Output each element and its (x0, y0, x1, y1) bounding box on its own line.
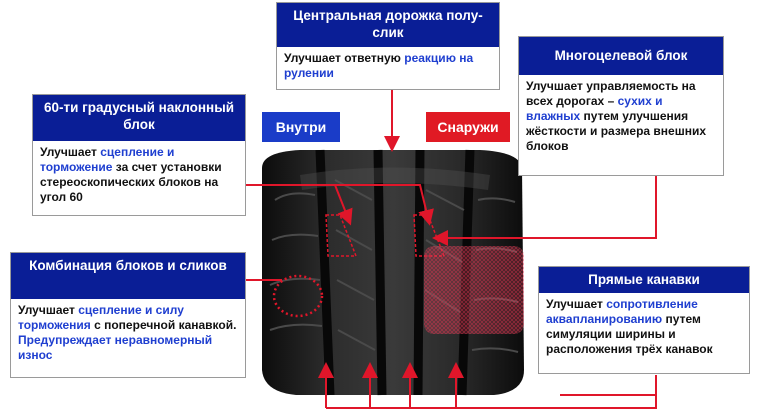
grooves-text: Улучшает сопротивление аквапланированию … (539, 293, 749, 361)
inside-tag: Внутри (262, 112, 340, 142)
angled-block-box: 60-ти градусный наклонный блок Улучшает … (32, 94, 246, 216)
grooves-highlight: сопротивление аквапланированию (546, 297, 698, 326)
angled-block-title: 60-ти градусный наклонный блок (33, 95, 245, 141)
combo-highlight-1: сцепление и силу торможения (18, 303, 184, 332)
combo-box: Комбинация блоков и сликов Улучшает сцеп… (10, 252, 246, 378)
arrows (246, 88, 657, 409)
arrow-up-base (326, 395, 657, 409)
angled-block-text-1: Улучшает (40, 145, 101, 159)
grooves-text-2: путем симуляции ширины и расположения тр… (546, 312, 713, 356)
multi-block-box: Многоцелевой блок Улучшает управляемость… (518, 36, 724, 176)
center-rib-highlight: реакцию на рулении (284, 51, 474, 80)
combo-title: Комбинация блоков и сликов (11, 253, 245, 299)
arrow-angled-2 (335, 184, 434, 226)
multi-block-text: Улучшает управляемость на всех дорогах –… (519, 75, 723, 158)
arrow-grooves (560, 375, 657, 396)
multi-block-highlight: сухих и влажных (526, 94, 663, 123)
center-rib-box: Центральная дорожка полу-слик Улучшает о… (276, 2, 500, 90)
tread-groove-1 (315, 149, 335, 396)
combo-text-2: с поперечной канавкой. (90, 318, 237, 332)
combo-text: Улучшает сцепление и силу торможения с п… (11, 299, 245, 367)
tread-groove-3 (413, 149, 425, 396)
outer-hatch-area (424, 246, 524, 334)
multi-block-title: Многоцелевой блок (519, 37, 723, 75)
multi-block-text-1: Улучшает управляемость на всех дорогах – (526, 79, 696, 108)
multi-block-text-2: путем улучшения жёсткости и размера внеш… (526, 109, 707, 153)
angled-block-highlight: сцепление и торможение (40, 145, 175, 174)
combo-highlight-2: Предупреждает неравномерный износ (18, 333, 213, 362)
angled-block-text-2: за счет установки стереоскопических блок… (40, 160, 222, 204)
center-rib-text: Улучшает ответную реакцию на рулении (277, 47, 499, 85)
grooves-box: Прямые канавки Улучшает сопротивление ак… (538, 266, 750, 374)
combo-text-1: Улучшает (18, 303, 79, 317)
angled-block-text: Улучшает сцепление и торможение за счет … (33, 141, 245, 209)
grooves-title: Прямые канавки (539, 267, 749, 293)
combo-circle (272, 274, 324, 318)
outside-tag: Снаружи (426, 112, 510, 142)
arrow-multi (432, 176, 657, 246)
grooves-text-1: Улучшает (546, 297, 607, 311)
center-rib-title: Центральная дорожка полу-слик (277, 3, 499, 47)
tread-groove-2 (373, 149, 387, 396)
center-rib-text-1: Улучшает ответную (284, 51, 405, 65)
